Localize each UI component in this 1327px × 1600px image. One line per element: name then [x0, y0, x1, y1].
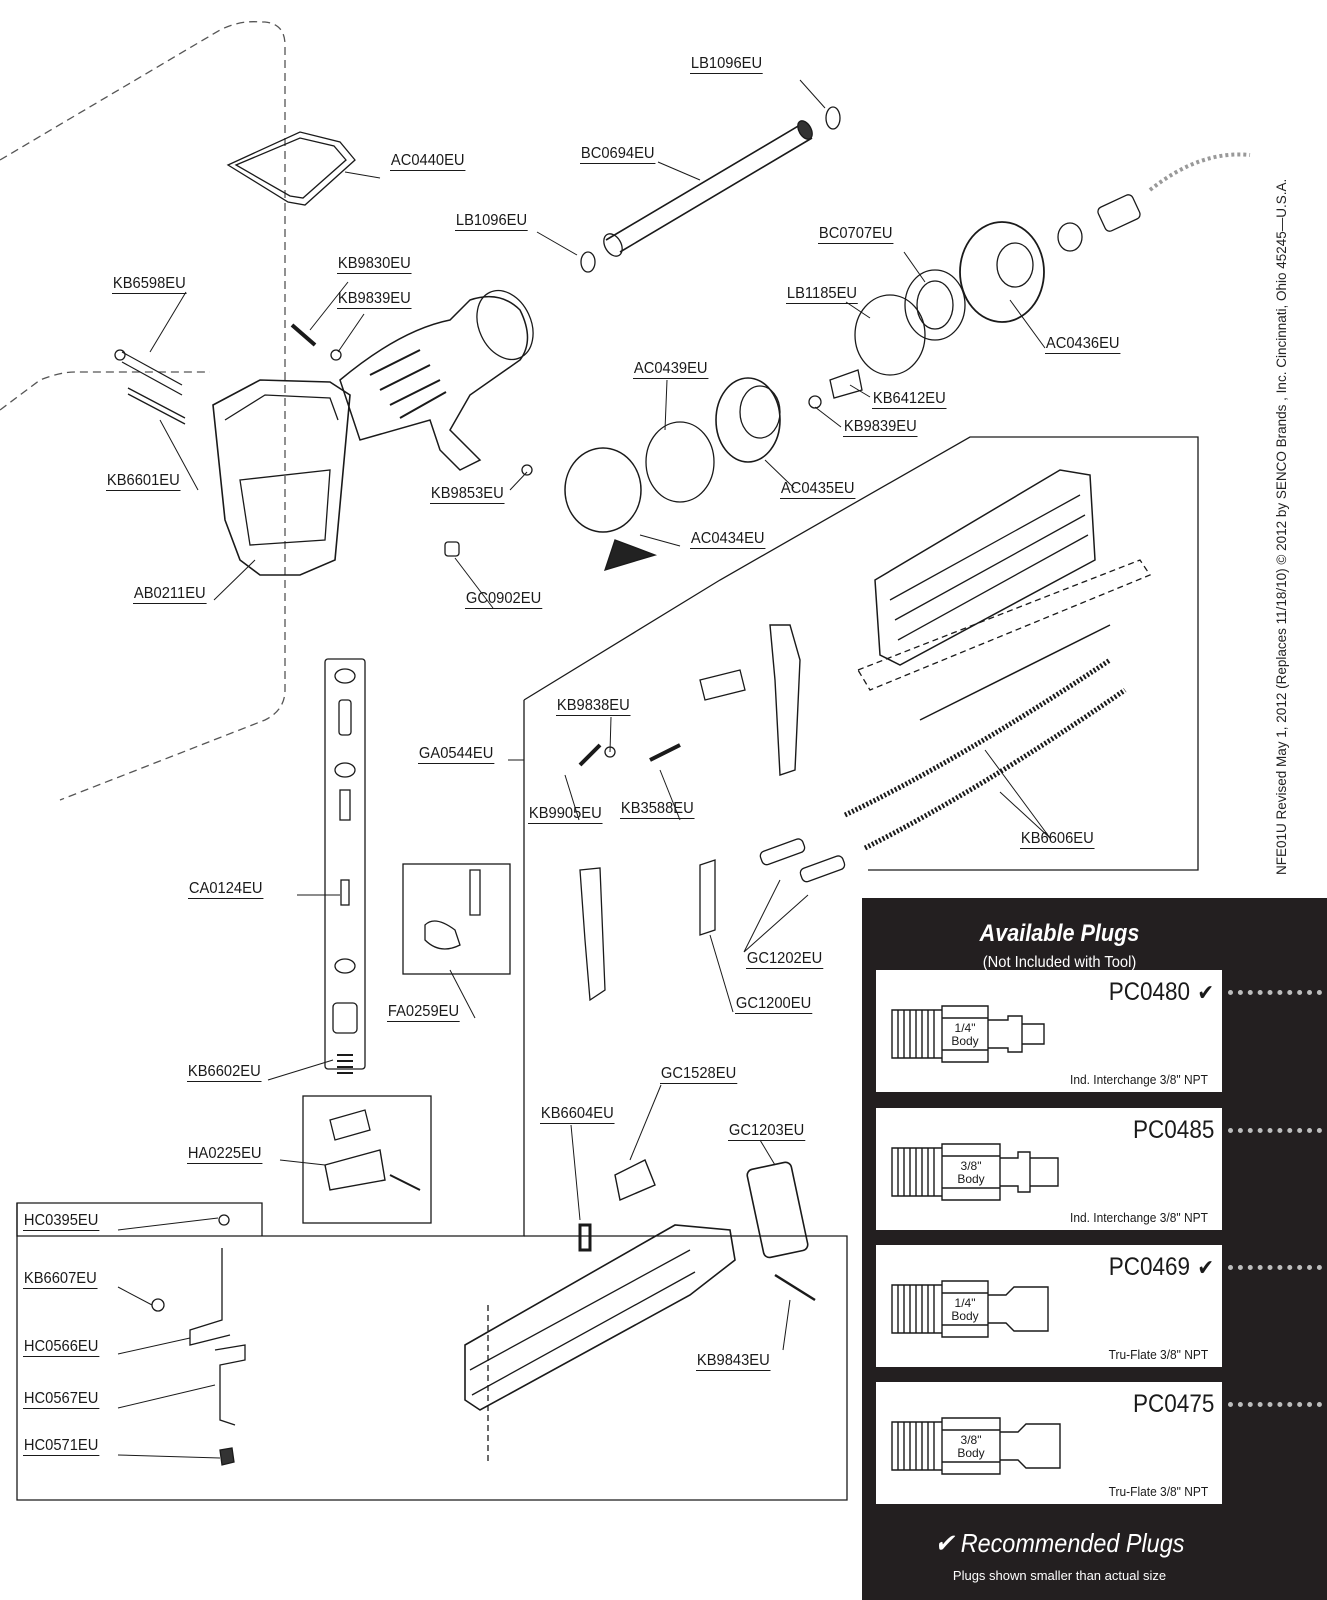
part-label-ac0440eu: AC0440EU: [390, 152, 466, 171]
part-label-kb6604eu: KB6604EU: [540, 1105, 615, 1124]
part-label-hc0395eu: HC0395EU: [23, 1212, 100, 1231]
air-plug-icon: [891, 1143, 1059, 1201]
part-label-gc1528eu: GC1528EU: [660, 1065, 738, 1084]
plug-code: PC0480 ✔: [1109, 978, 1214, 1007]
part-label-kb9839eu-a: KB9839EU: [337, 290, 412, 309]
part-label-ga0544eu: GA0544EU: [418, 745, 495, 764]
part-label-kb6601eu: KB6601EU: [106, 472, 181, 491]
part-label-kb9905eu: KB9905EU: [528, 805, 603, 824]
part-label-hc0571eu: HC0571EU: [23, 1437, 100, 1456]
part-label-kb6606eu: KB6606EU: [1020, 830, 1095, 849]
part-label-gc1200eu: GC1200EU: [735, 995, 813, 1014]
plug-body-size: 1/4" Body: [951, 1021, 979, 1048]
leader-dots: [1228, 990, 1322, 1000]
part-label-hc0566eu: HC0566EU: [23, 1338, 100, 1357]
part-label-kb9830eu: KB9830EU: [337, 255, 412, 274]
air-plug-icon: [891, 1417, 1061, 1475]
part-label-ac0436eu: AC0436EU: [1045, 335, 1121, 354]
air-plug-icon: [891, 1280, 1049, 1338]
part-label-bc0707eu: BC0707EU: [818, 225, 894, 244]
part-label-lb1096eu-mid: LB1096EU: [455, 212, 529, 231]
part-label-ha0225eu: HA0225EU: [187, 1145, 263, 1164]
leader-dots: [1228, 1402, 1322, 1412]
part-label-kb6598eu: KB6598EU: [112, 275, 187, 294]
part-label-lb1096eu-top: LB1096EU: [690, 55, 764, 74]
plug-code-text: PC0475: [1132, 1390, 1214, 1418]
plug-body-size: 3/8" Body: [957, 1159, 985, 1186]
part-label-kb6607eu: KB6607EU: [23, 1270, 98, 1289]
part-label-gc1203eu: GC1203EU: [728, 1122, 806, 1141]
available-plugs-panel: Available Plugs (Not Included with Tool)…: [862, 898, 1327, 1600]
revision-and-publisher-text: NFE01U Revised May 1, 2012 (Replaces 11/…: [1274, 178, 1289, 875]
plugs-size-note: Plugs shown smaller than actual size: [952, 1568, 1167, 1583]
part-label-ac0435eu: AC0435EU: [780, 480, 856, 499]
plugs-subtitle: (Not Included with Tool): [982, 954, 1137, 971]
part-label-gc1202eu: GC1202EU: [746, 950, 824, 969]
plug-fitting-type: Tru-Flate 3/8" NPT: [1108, 1347, 1208, 1362]
plug-code-text: PC0485: [1132, 1116, 1214, 1144]
plug-fitting-type: Ind. Interchange 3/8" NPT: [1070, 1072, 1208, 1087]
plug-fitting-type: Tru-Flate 3/8" NPT: [1108, 1484, 1208, 1499]
part-label-ac0434eu: AC0434EU: [690, 530, 766, 549]
plug-body-size: 3/8" Body: [957, 1433, 985, 1460]
plug-code: PC0475: [1133, 1390, 1214, 1419]
part-label-lb1185eu: LB1185EU: [786, 285, 858, 304]
part-label-kb9853eu: KB9853EU: [430, 485, 505, 504]
part-label-kb6412eu: KB6412EU: [872, 390, 947, 409]
leader-dots: [1228, 1128, 1322, 1138]
air-plug-icon: [891, 1005, 1045, 1063]
part-label-fa0259eu: FA0259EU: [387, 1003, 461, 1022]
leader-dots: [1228, 1265, 1322, 1275]
part-label-ab0211eu: AB0211EU: [133, 585, 207, 604]
part-label-kb9839eu-b: KB9839EU: [843, 418, 918, 437]
part-label-bc0694eu: BC0694EU: [580, 145, 656, 164]
plug-code: PC0485: [1133, 1116, 1214, 1145]
recommended-check-icon: ✔: [1191, 980, 1214, 1005]
plug-code-text: PC0480: [1108, 978, 1191, 1006]
part-label-kb9838eu: KB9838EU: [556, 697, 631, 716]
part-label-ca0124eu: CA0124EU: [188, 880, 264, 899]
plug-code: PC0469 ✔: [1109, 1253, 1214, 1282]
part-label-kb6602eu: KB6602EU: [187, 1063, 262, 1082]
part-label-kb9843eu: KB9843EU: [696, 1352, 771, 1371]
part-label-ac0439eu: AC0439EU: [633, 360, 709, 379]
plugs-title: Available Plugs: [979, 920, 1140, 947]
recommended-check-icon: ✔: [1191, 1255, 1214, 1280]
plug-body-size: 1/4" Body: [951, 1296, 979, 1323]
plug-code-text: PC0469: [1108, 1253, 1191, 1281]
part-label-kb3588eu: KB3588EU: [620, 800, 695, 819]
plug-fitting-type: Ind. Interchange 3/8" NPT: [1070, 1210, 1208, 1225]
recommended-legend: ✔ Recommended Plugs: [934, 1528, 1185, 1558]
part-label-hc0567eu: HC0567EU: [23, 1390, 100, 1409]
part-label-gc0902eu: GC0902EU: [465, 590, 543, 609]
